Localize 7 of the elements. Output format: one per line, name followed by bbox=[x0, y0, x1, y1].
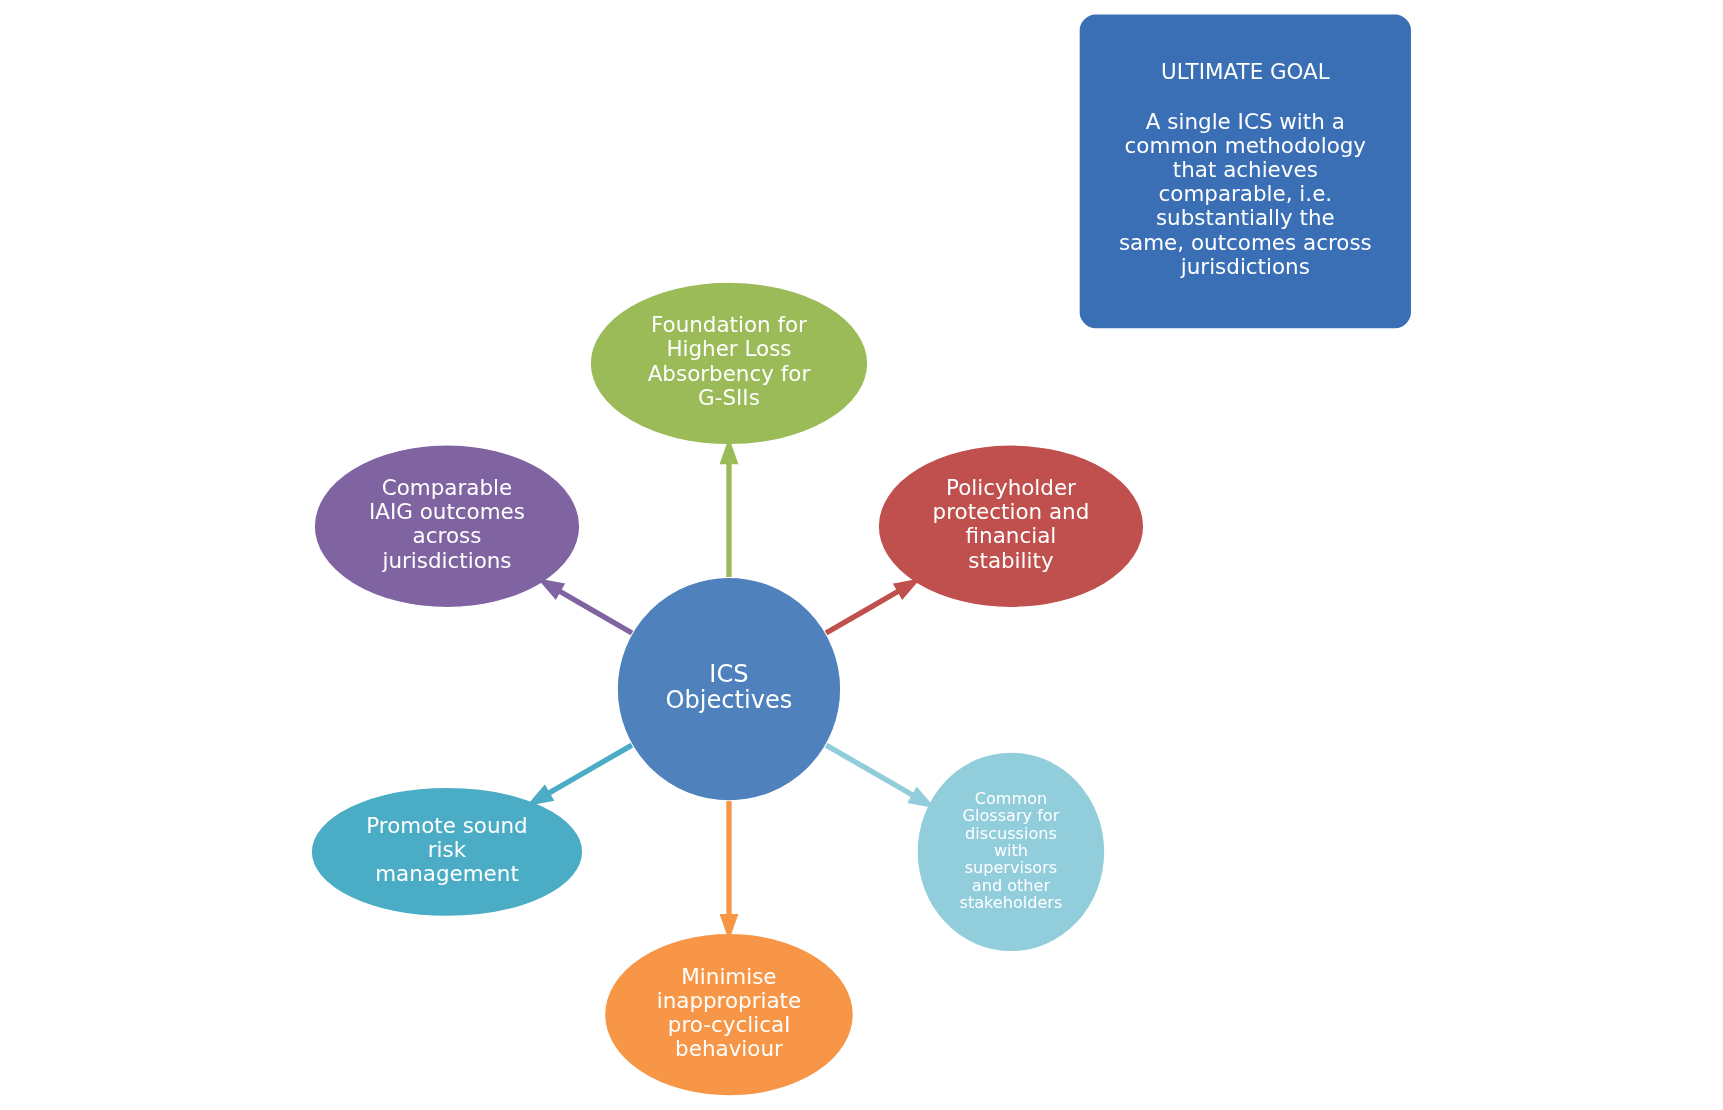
node-circle: ICS Objectives bbox=[616, 576, 842, 802]
node-ellipse: Minimise inappropriate pro-cyclical behaviour bbox=[603, 932, 855, 1097]
node-ellipse: Policyholder protection and financial stability bbox=[877, 444, 1145, 609]
node-ellipse: Foundation for Higher Loss Absorbency for G-SIIs bbox=[589, 281, 869, 446]
node-ellipse: Comparable IAIG outcomes across jurisdictions bbox=[313, 444, 581, 609]
node-box: ULTIMATE GOAL A single ICS with a common methodology that achieves comparable, i.e. substantially the same, outcomes across jurisdictions bbox=[1078, 13, 1413, 330]
node-circle: Common Glossary for discussions with supervisors and other stakeholders bbox=[916, 751, 1106, 953]
